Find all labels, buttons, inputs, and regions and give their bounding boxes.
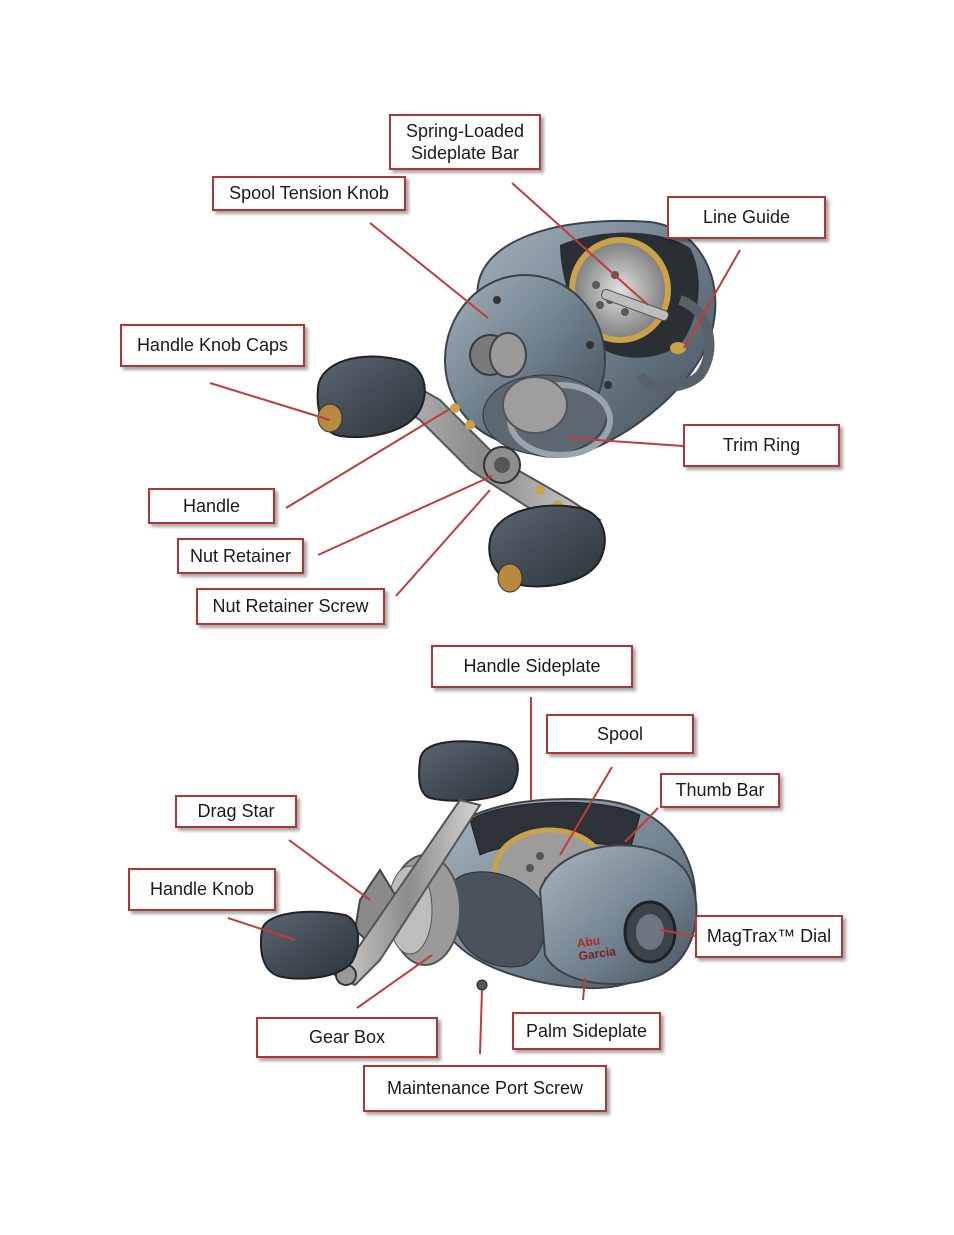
brand-logo: Abu Garcia bbox=[576, 931, 617, 963]
label-nut-retainer-screw: Nut Retainer Screw bbox=[196, 588, 385, 625]
label-drag-star: Drag Star bbox=[175, 795, 297, 828]
label-spring-loaded-sideplate-bar: Spring-Loaded Sideplate Bar bbox=[389, 114, 541, 170]
label-maintenance-port-screw: Maintenance Port Screw bbox=[363, 1065, 607, 1112]
label-line-guide: Line Guide bbox=[667, 196, 826, 239]
label-thumb-bar: Thumb Bar bbox=[660, 773, 780, 808]
label-handle-sideplate: Handle Sideplate bbox=[431, 645, 633, 688]
label-handle-knob-caps: Handle Knob Caps bbox=[120, 324, 305, 367]
svg-text:Garcia: Garcia bbox=[578, 944, 617, 963]
label-nut-retainer: Nut Retainer bbox=[177, 538, 304, 574]
label-handle: Handle bbox=[148, 488, 275, 524]
label-palm-sideplate: Palm Sideplate bbox=[512, 1012, 661, 1050]
label-spool-tension-knob: Spool Tension Knob bbox=[212, 176, 406, 211]
label-magtrax-dial: MagTrax™ Dial bbox=[695, 915, 843, 958]
label-gear-box: Gear Box bbox=[256, 1017, 438, 1058]
label-handle-knob: Handle Knob bbox=[128, 868, 276, 911]
label-trim-ring: Trim Ring bbox=[683, 424, 840, 467]
top-reel-illustration bbox=[0, 0, 954, 640]
svg-text:Abu: Abu bbox=[576, 933, 601, 950]
label-spool: Spool bbox=[546, 714, 694, 754]
